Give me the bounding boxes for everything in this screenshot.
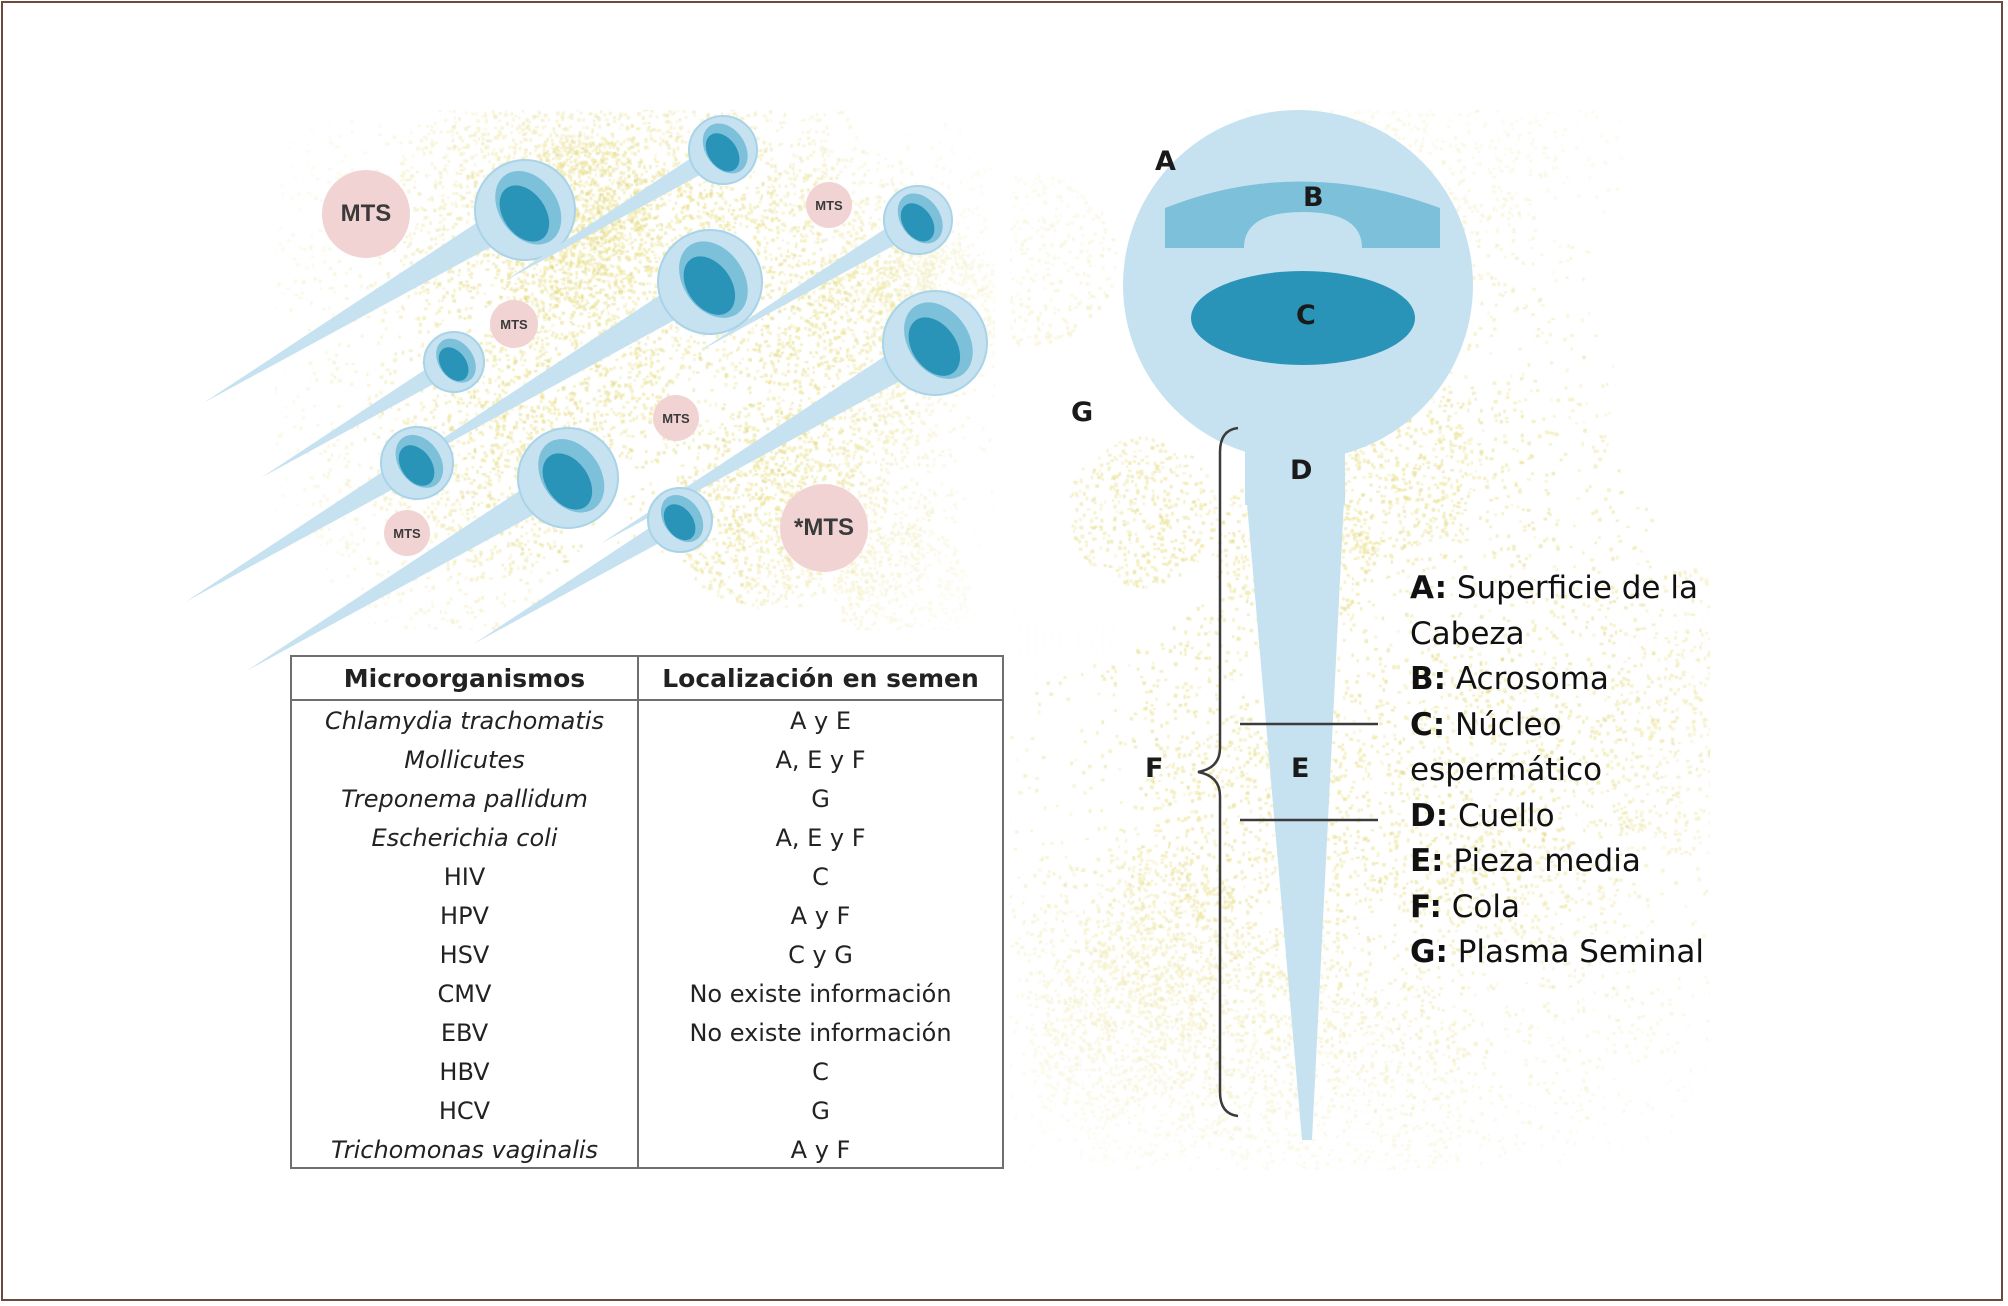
mts-microorganism-circle: *MTS [780, 484, 868, 572]
organism-cell: HBV [439, 1057, 490, 1086]
location-cell: G [811, 1096, 830, 1125]
sperm-cell-nucleus [663, 504, 696, 541]
organism-cell: HCV [438, 1096, 491, 1125]
mts-microorganism-circle: MTS [322, 170, 410, 258]
sperm-cell-tail [699, 210, 924, 352]
location-cell: C y G [788, 940, 853, 969]
location-column: A y E A, E y F G A, E y F C A y F C y G No exis… [639, 701, 1002, 1169]
sperm-cell-nucleus [900, 203, 935, 242]
mts-microorganism-circle: MTS [806, 182, 852, 228]
label-b: B [1303, 182, 1324, 213]
location-cell: A, E y F [775, 823, 866, 852]
sperm-cell-tail [504, 140, 729, 282]
sperm-cell [375, 229, 763, 483]
organism-cell: Trichomonas vaginalis [330, 1135, 599, 1164]
legend-item-d: D: Cuello [1410, 797, 1555, 834]
label-g: G [1071, 397, 1094, 428]
sperm-cell-tail [474, 511, 686, 644]
diagram-legend: A: Superficie de la Cabeza B: Acrosoma C… [1410, 566, 1730, 976]
mts-microorganism-circle: MTS [490, 300, 538, 348]
sperm-cell-tail [375, 267, 719, 483]
sperm-cell-tail [246, 464, 577, 671]
organism-cell: HSV [439, 940, 490, 969]
sperm-cell-nucleus [908, 317, 961, 376]
location-cell: No existe información [689, 979, 952, 1008]
sperm-cell [474, 487, 713, 644]
label-e: E [1291, 753, 1310, 784]
location-cell: A y F [790, 901, 851, 930]
location-cell: G [811, 784, 830, 813]
sperm-nucleus [1191, 271, 1415, 365]
header-microorganisms: Microorganismos [292, 657, 639, 699]
sperm-cell-nucleus [705, 133, 740, 172]
location-cell: No existe información [689, 1018, 952, 1047]
sperm-cell [699, 185, 953, 352]
legend-item-b: B: Acrosoma [1410, 661, 1609, 697]
sperm-cell [504, 115, 758, 282]
legend-item-c: C: Núcleo espermático [1410, 706, 1603, 789]
organism-cell: HIV [443, 862, 486, 891]
label-a: A [1155, 146, 1176, 177]
tail-brace [1197, 426, 1239, 1118]
organism-cell: Chlamydia trachomatis [325, 706, 604, 735]
legend-item-g: G: Plasma Seminal [1410, 934, 1705, 970]
sperm-diagram [1123, 110, 1473, 1140]
sperm-acrosome [1165, 181, 1440, 248]
organism-cell: HPV [440, 901, 489, 930]
location-cell: A y F [790, 1135, 851, 1164]
legend-item-a: A: Superficie de la Cabeza [1410, 570, 1698, 652]
sperm-cell-nucleus [438, 347, 469, 381]
location-cell: A, E y F [775, 745, 866, 774]
organism-cell: Treponema pallidum [341, 784, 588, 813]
sperm-cell [246, 427, 619, 671]
location-cell: C [812, 1057, 829, 1086]
microorganism-location-table: Microorganismos Localización en semen Ch… [290, 655, 1004, 1169]
sperm-cells-group [185, 115, 988, 671]
sperm-cell-nucleus [499, 185, 550, 242]
sperm-cell-nucleus [542, 453, 593, 510]
organism-cell: EBV [440, 1018, 489, 1047]
mts-microorganism-circle: MTS [653, 395, 699, 441]
organism-cell: CMV [437, 979, 492, 1008]
legend-item-e: E: Pieza media [1410, 843, 1641, 879]
sperm-cell [261, 331, 485, 478]
label-f: F [1145, 753, 1164, 784]
location-cell: A y E [789, 706, 852, 735]
label-d: D [1290, 455, 1313, 486]
sperm-tail [1245, 480, 1345, 1140]
sperm-cell [185, 426, 454, 602]
legend-item-f: F: Cola [1410, 888, 1520, 925]
sperm-cell-nucleus [398, 445, 435, 486]
location-cell: C [812, 862, 829, 891]
sperm-cell-tail [203, 196, 534, 403]
table-header: Microorganismos Localización en semen [292, 657, 1002, 701]
organism-cell: Escherichia coli [371, 823, 558, 852]
sperm-cell-tail [261, 353, 459, 478]
mts-microorganism-circle: MTS [384, 510, 430, 556]
sperm-cell-nucleus [683, 256, 736, 315]
label-c: C [1296, 300, 1316, 331]
sperm-cell [203, 159, 576, 403]
sperm-cell-tail [185, 453, 423, 602]
organism-cell: Mollicutes [404, 745, 525, 774]
header-location: Localización en semen [662, 663, 979, 693]
